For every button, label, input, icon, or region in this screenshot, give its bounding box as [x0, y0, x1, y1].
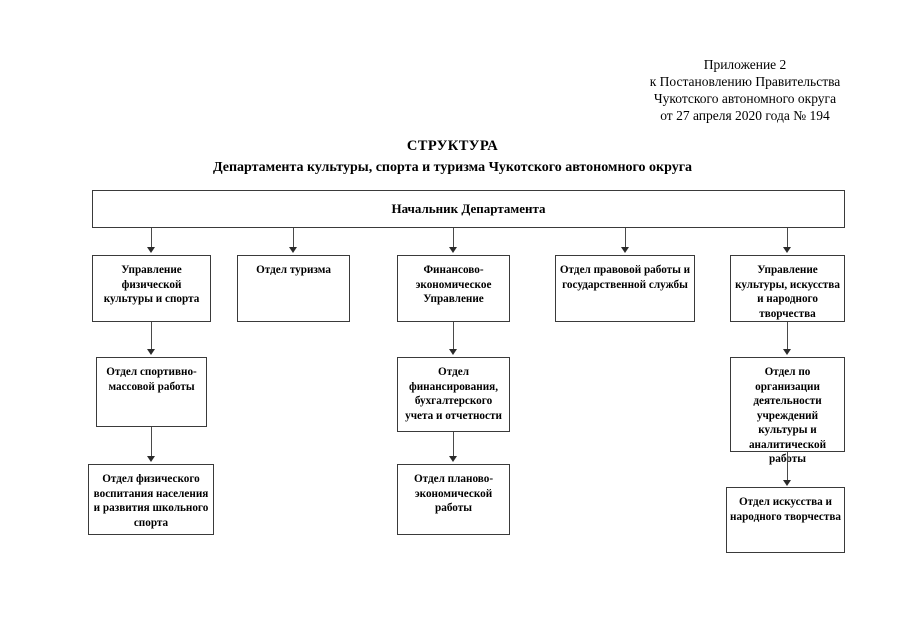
document-header: Приложение 2 к Постановлению Правительст… [600, 56, 890, 124]
connector-n1-to-n1a [151, 322, 152, 351]
arrowhead-n5-to-n5a [783, 349, 791, 355]
arrowhead-root-to-n2 [289, 247, 297, 253]
connector-root-to-n3 [453, 228, 454, 249]
connector-root-to-n2 [293, 228, 294, 249]
org-node-finansovo-ekonomicheskoe-upravlenie[interactable]: Финансово-экономическое Управление [397, 255, 510, 322]
org-node-upravlenie-kultury[interactable]: Управление культуры, искусства и народно… [730, 255, 845, 322]
arrowhead-n3a-to-n3b [449, 456, 457, 462]
connector-n5-to-n5a [787, 322, 788, 351]
connector-n5a-to-n5b [787, 452, 788, 482]
connector-root-to-n1 [151, 228, 152, 249]
header-line-1: Приложение 2 [703, 57, 787, 72]
org-node-otdel-turizma[interactable]: Отдел туризма [237, 255, 350, 322]
arrowhead-n3-to-n3a [449, 349, 457, 355]
arrowhead-n1-to-n1a [147, 349, 155, 355]
org-node-otdel-sportivno-massovoy-raboty[interactable]: Отдел спортивно-массовой работы [96, 357, 207, 427]
connector-root-to-n5 [787, 228, 788, 249]
header-line-2: к Постановлению Правительства [649, 74, 841, 89]
connector-n3a-to-n3b [453, 432, 454, 458]
org-node-otdel-fizicheskogo-vospitaniya[interactable]: Отдел физического воспитания населения и… [88, 464, 214, 535]
arrowhead-root-to-n3 [449, 247, 457, 253]
org-node-otdel-planovo-ekonomicheskoy-raboty[interactable]: Отдел планово-экономической работы [397, 464, 510, 535]
connector-n3-to-n3a [453, 322, 454, 351]
connector-root-to-n4 [625, 228, 626, 249]
page-title: СТРУКТУРА [406, 138, 499, 154]
org-node-upravlenie-fizicheskoy-kultury[interactable]: Управление физической культуры и спорта [92, 255, 211, 322]
arrowhead-root-to-n5 [783, 247, 791, 253]
page-subtitle: Департамента культуры, спорта и туризма … [212, 160, 693, 175]
arrowhead-n5a-to-n5b [783, 480, 791, 486]
org-node-otdel-po-organizatsii[interactable]: Отдел по организации деятельности учрежд… [730, 357, 845, 465]
org-node-otdel-finansirovaniya[interactable]: Отдел финансирования, бухгалтерского уче… [397, 357, 510, 432]
arrowhead-n1a-to-n1b [147, 456, 155, 462]
org-node-root[interactable]: Начальник Департамента [92, 190, 845, 228]
header-line-3: Чукотского автономного округа [653, 91, 837, 106]
arrowhead-root-to-n4 [621, 247, 629, 253]
header-line-4: от 27 апреля 2020 года № 194 [660, 108, 830, 123]
connector-n1a-to-n1b [151, 427, 152, 458]
org-node-otdel-iskusstva[interactable]: Отдел искусства и народного творчества [726, 487, 845, 553]
org-node-otdel-pravovoy-raboty[interactable]: Отдел правовой работы и государственной … [555, 255, 695, 322]
arrowhead-root-to-n1 [147, 247, 155, 253]
